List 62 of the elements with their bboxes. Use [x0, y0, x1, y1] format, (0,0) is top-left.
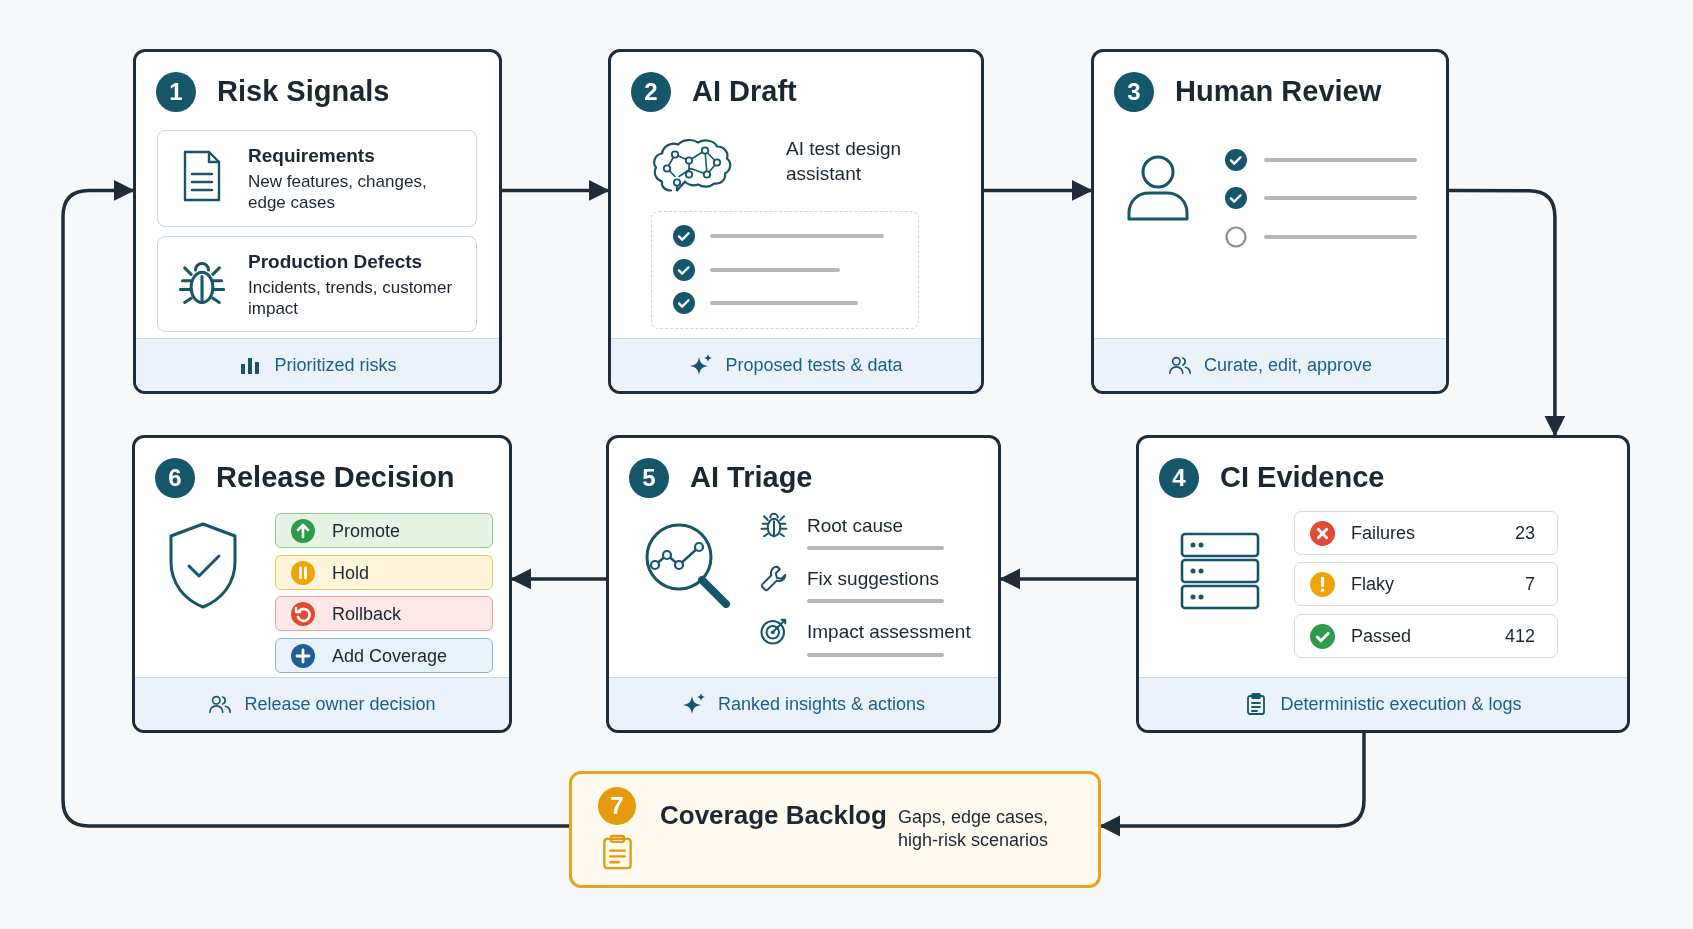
step-number-badge: 1 [156, 72, 196, 112]
stage-note: AI test design assistant [786, 137, 903, 186]
stage-card [608, 49, 984, 394]
arrow [61, 179, 569, 828]
result-count: 412 [1504, 626, 1535, 647]
footer-text: Curate, edit, approve [1203, 354, 1373, 376]
stage-card [1136, 435, 1630, 733]
backlog-description: Gaps, edge cases, high-risk scenarios [898, 806, 1050, 851]
footer-text: Release owner decision [244, 693, 436, 715]
option-label: Hold [332, 563, 370, 584]
backlog-title: Coverage Backlog [660, 800, 887, 832]
source-description: Incidents, trends, customer impact [248, 277, 454, 320]
arrow [1449, 188, 1566, 437]
option-label: Add Coverage [332, 646, 448, 667]
stage-card [132, 435, 512, 733]
arrow [1099, 733, 1366, 837]
result-count: 23 [1514, 523, 1535, 544]
decision-option [275, 638, 493, 673]
stage-title: AI Draft [692, 74, 797, 109]
result-row [1294, 562, 1558, 606]
result-label: Flaky [1351, 574, 1394, 595]
footer-text: Prioritized risks [274, 354, 397, 376]
stage-card [133, 49, 502, 394]
step-number-badge: 7 [598, 787, 636, 825]
result-count: 7 [1525, 574, 1535, 595]
footer-text: Ranked insights & actions [717, 693, 926, 715]
source-title: Requirements [248, 145, 375, 167]
stage-title: Human Review [1175, 74, 1382, 109]
stage-note: Impact assessment [807, 620, 972, 644]
arrow [999, 568, 1136, 590]
stage-card [1091, 49, 1449, 394]
source-title: Production Defects [248, 251, 423, 273]
stage-title: Release Decision [216, 460, 455, 495]
decision-option [275, 596, 493, 631]
arrow [502, 179, 610, 201]
backlog-card [569, 771, 1101, 888]
decision-option [275, 513, 493, 548]
decision-option [275, 555, 493, 590]
arrow [510, 568, 606, 590]
stage-note: Fix suggestions [807, 567, 940, 591]
stage-title: CI Evidence [1220, 460, 1385, 495]
step-number-badge: 5 [629, 458, 669, 498]
footer-text: Proposed tests & data [725, 354, 903, 376]
step-number-badge: 6 [155, 458, 195, 498]
result-row [1294, 614, 1558, 658]
result-label: Failures [1351, 523, 1416, 544]
source-card [157, 236, 477, 332]
result-label: Passed [1351, 626, 1412, 647]
step-number-badge: 2 [631, 72, 671, 112]
arrow [984, 179, 1093, 201]
source-description: New features, changes, edge cases [248, 171, 428, 214]
stage-title: AI Triage [690, 460, 813, 495]
source-card [157, 130, 477, 227]
footer-text: Deterministic execution & logs [1280, 693, 1522, 715]
option-label: Rollback [332, 604, 402, 625]
option-label: Promote [332, 521, 401, 542]
step-number-badge: 3 [1114, 72, 1154, 112]
stage-title: Risk Signals [217, 74, 390, 109]
result-row [1294, 511, 1558, 555]
stage-card [606, 435, 1001, 733]
stage-note: Root cause [807, 514, 905, 538]
step-number-badge: 4 [1159, 458, 1199, 498]
